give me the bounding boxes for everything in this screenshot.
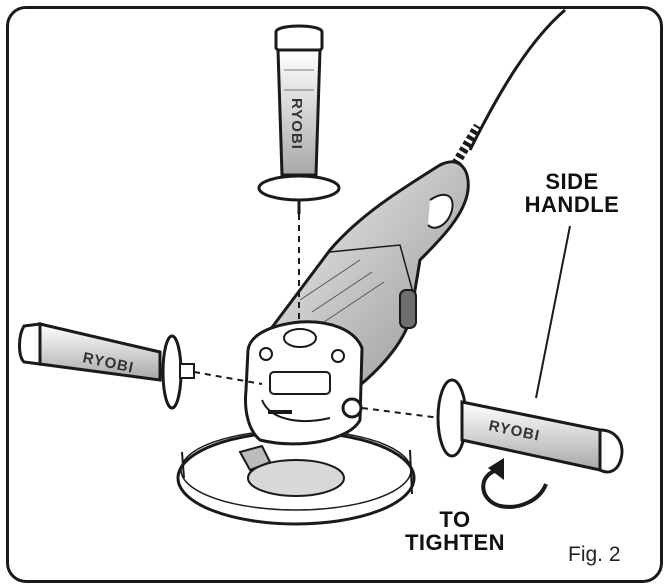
to-tighten-label-line1: TO xyxy=(439,507,471,532)
to-tighten-label-line2: TIGHTEN xyxy=(404,530,506,556)
to-tighten-label: TO TIGHTEN xyxy=(390,508,520,554)
side-handle-label-line1: SIDE xyxy=(545,169,599,194)
power-cord xyxy=(468,8,566,151)
top-handle-position: RYOBI xyxy=(257,24,341,322)
side-handle-label-line2: HANDLE xyxy=(524,192,620,218)
side-handle: RYOBI xyxy=(361,378,624,474)
figure-caption: Fig. 2 xyxy=(568,543,621,566)
side-handle-leader xyxy=(535,225,571,399)
tighten-arrow-icon xyxy=(481,458,548,509)
gear-head xyxy=(238,320,364,472)
svg-text:RYOBI: RYOBI xyxy=(288,98,305,150)
left-handle-position: RYOBI xyxy=(18,322,263,410)
wheel-guard xyxy=(176,429,416,526)
side-handle-label: SIDE HANDLE xyxy=(522,170,622,216)
